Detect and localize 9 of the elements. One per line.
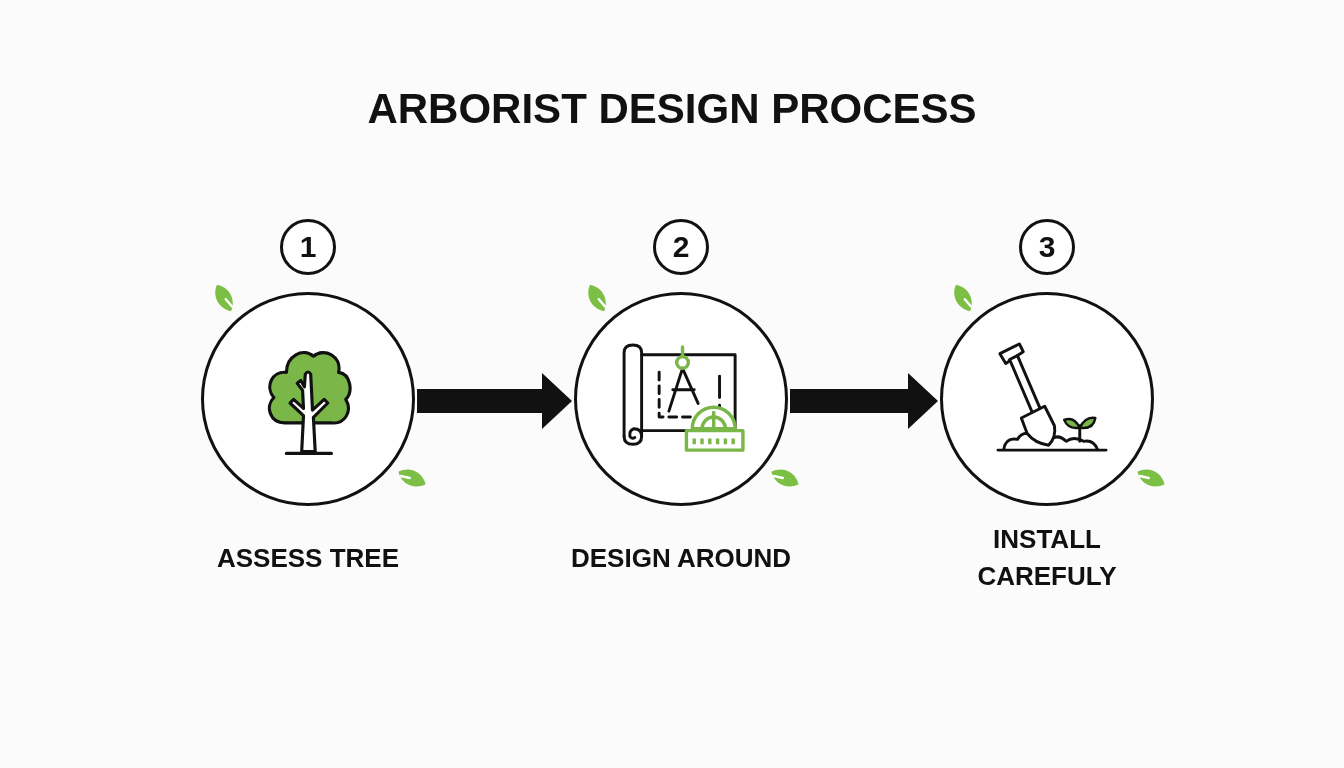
title: ARBORIST DESIGN PROCESS (367, 88, 977, 130)
step-label: INSTALL CAREFULY (976, 523, 1118, 593)
step-number: 3 (1019, 219, 1075, 275)
step-number: 2 (653, 219, 709, 275)
step-label: DESIGN AROUND (570, 543, 792, 573)
arrow (790, 373, 938, 429)
step-label: ASSESS TREE (216, 543, 400, 573)
step-number: 1 (280, 219, 336, 275)
arrow (417, 373, 572, 429)
